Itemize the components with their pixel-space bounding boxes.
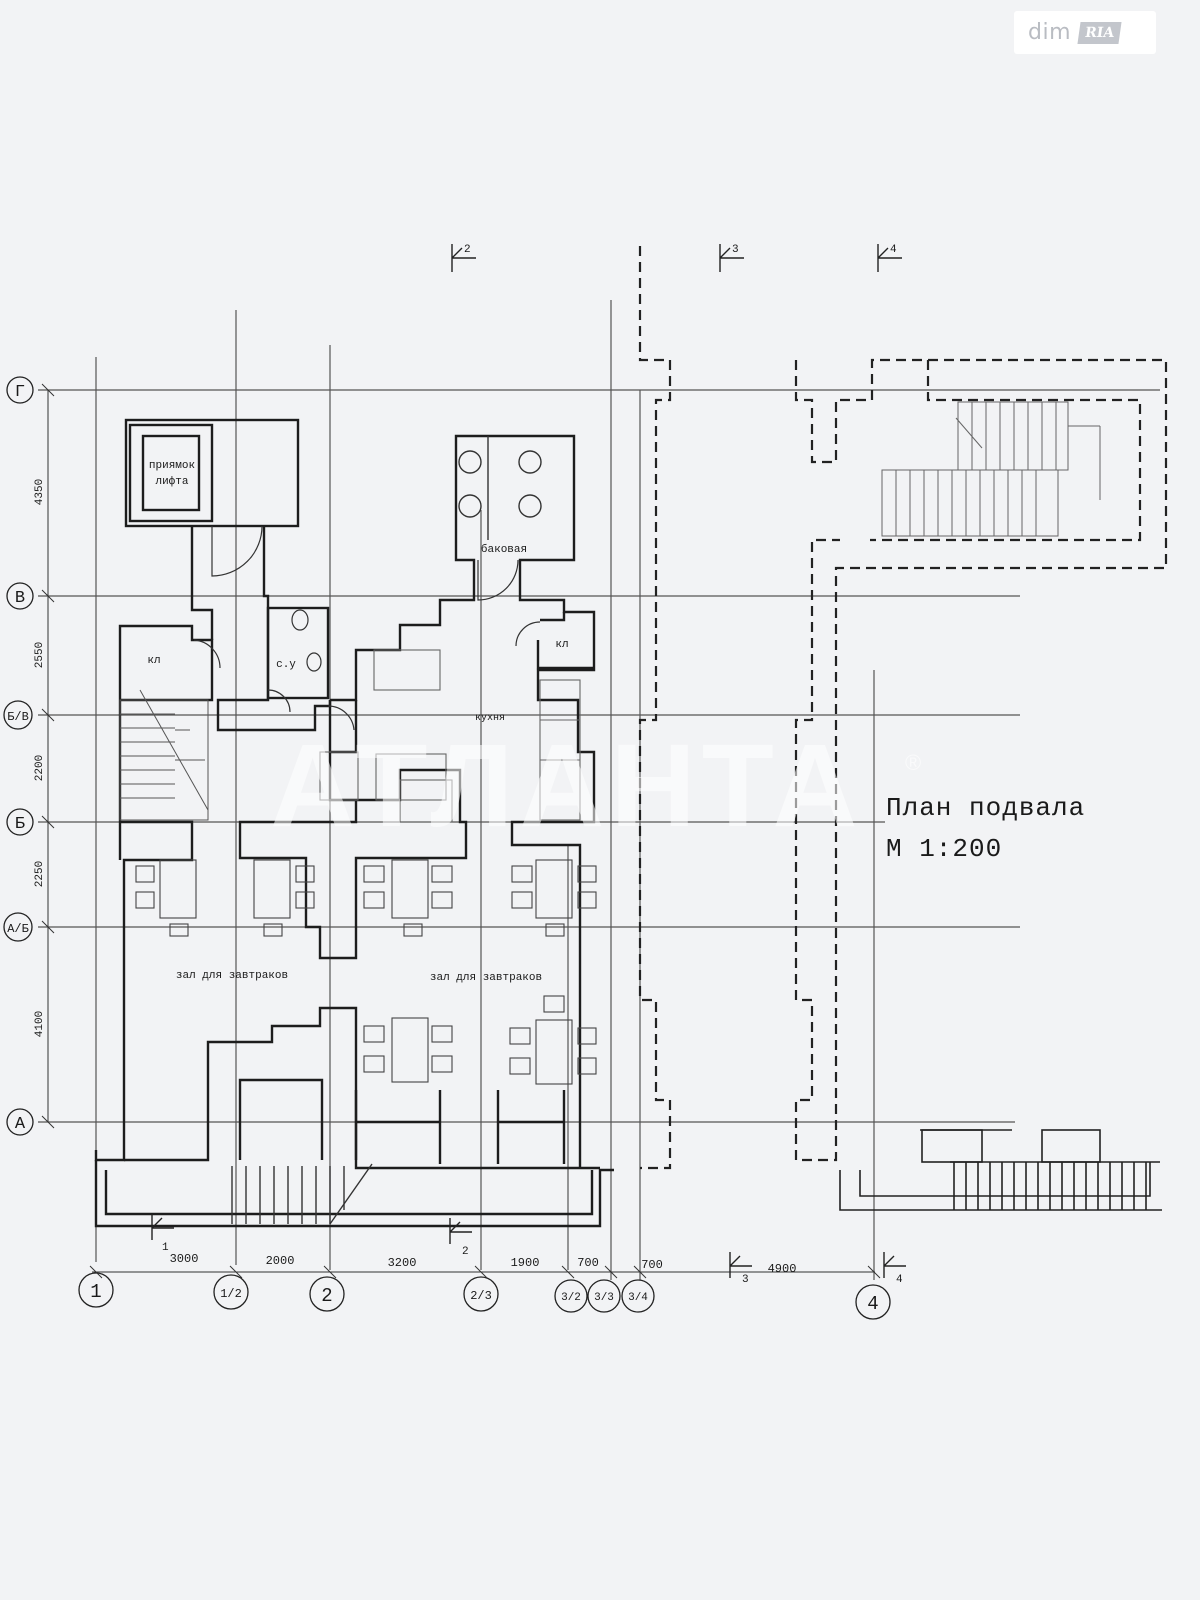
lightwell-stairs	[231, 1163, 373, 1225]
room-label-tank-room: баковая	[481, 543, 527, 556]
section-cut-label: 1	[162, 1242, 169, 1254]
row-dimension-line	[41, 383, 55, 1129]
column-axis-label: 1/2	[220, 1287, 242, 1301]
row-dimension: 2250	[34, 861, 46, 887]
room-label-breakfast-hall: зал для завтраков	[176, 970, 288, 982]
breakfast-hall-furniture	[135, 859, 597, 1085]
plan-scale: М 1:200	[886, 834, 1002, 864]
room-label-pantry: кл	[555, 639, 568, 651]
wc-fixtures	[267, 609, 322, 713]
door-swings	[193, 525, 541, 731]
column-dimension: 3200	[388, 1256, 417, 1270]
column-axis-markers	[78, 1272, 891, 1320]
tank-room-tanks	[458, 436, 542, 540]
row-dimension: 4350	[34, 479, 46, 505]
plan-title: План подвала	[886, 793, 1085, 823]
logo-brand-badge: RIA	[1077, 21, 1122, 44]
watermark-registered-mark: ®	[905, 750, 921, 775]
row-axis-label: Б/В	[7, 710, 29, 724]
kitchen-furniture	[319, 649, 581, 823]
row-axis-label: Б	[15, 815, 25, 834]
section-cut-arrows	[151, 244, 906, 1278]
column-dimension: 3000	[170, 1252, 199, 1266]
watermark-text: АТЛАНТА	[270, 720, 864, 852]
column-axis-label: 4	[867, 1293, 878, 1315]
column-axis-label: 2	[321, 1285, 332, 1307]
row-dimension: 2550	[34, 642, 46, 668]
adjacent-staircase	[881, 401, 1101, 537]
row-dimension: 2200	[34, 755, 46, 781]
row-axis-label: А/Б	[7, 922, 29, 936]
dashed-adjacent-structure	[638, 246, 1168, 1170]
room-label-lift-pit: приямок	[149, 460, 195, 472]
section-cut-label: 3	[742, 1274, 749, 1286]
watermark: АТЛАНТА ®	[270, 720, 921, 852]
column-dimension-line	[89, 1265, 881, 1279]
section-cut-label: 3	[732, 244, 739, 256]
column-dimension: 4900	[768, 1262, 797, 1276]
row-axis-label: Г	[15, 383, 25, 402]
bottom-right-grating	[839, 1129, 1162, 1211]
column-dimension: 700	[577, 1256, 599, 1270]
row-axis-label: В	[15, 589, 25, 608]
row-dimension: 4100	[34, 1011, 46, 1037]
column-dimension: 2000	[266, 1254, 295, 1268]
section-cut-label: 4	[896, 1274, 903, 1286]
dim-ria-logo: dim RIA	[1014, 11, 1156, 54]
room-label-lift-pit: лифта	[155, 475, 188, 488]
section-cut-label: 2	[462, 1246, 469, 1258]
column-axis-label: 1	[90, 1281, 101, 1303]
room-label-breakfast-hall: зал для завтраков	[430, 972, 542, 984]
column-axis-label: 2/3	[470, 1289, 492, 1303]
section-cut-label: 4	[890, 244, 897, 256]
left-staircase	[119, 689, 209, 821]
logo-site-name: dim	[1028, 20, 1072, 45]
row-axis-label: А	[15, 1115, 26, 1134]
room-label-pantry: кл	[147, 655, 160, 667]
room-label-wc: с.у	[276, 659, 296, 671]
column-axis-label: 3/3	[594, 1292, 614, 1304]
section-cut-label: 2	[464, 244, 471, 256]
row-axis-markers	[3, 376, 34, 1136]
column-axis-label: 3/4	[628, 1292, 648, 1304]
column-dimension: 700	[641, 1258, 663, 1272]
main-walls	[94, 418, 614, 1228]
column-dimension: 1900	[511, 1256, 540, 1270]
column-axis-label: 3/2	[561, 1292, 581, 1304]
room-label-kitchen: кухня	[475, 713, 505, 724]
